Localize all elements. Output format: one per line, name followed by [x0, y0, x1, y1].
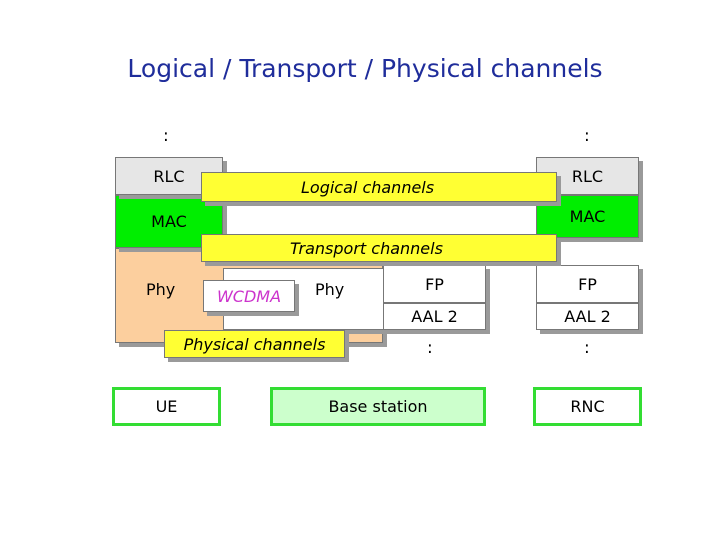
bs-ellipsis: : [427, 338, 433, 358]
logical-channels-bar: Logical channels [201, 172, 557, 202]
rnc-node: RNC [533, 387, 642, 426]
bs-phy-label: Phy [315, 280, 345, 299]
transport-channels-bar: Transport channels [201, 234, 557, 262]
wcdma-label: WCDMA [216, 286, 282, 306]
physical-channels-bar: Physical channels [164, 330, 345, 358]
rnc-node-label: RNC [570, 397, 605, 416]
page-title: Logical / Transport / Physical channels [127, 54, 603, 83]
bs-fp-layer: FP [383, 265, 486, 303]
transport-channels-label: Transport channels [290, 238, 443, 258]
rnc-rlc-label: RLC [571, 166, 604, 186]
ue-node-label: UE [155, 397, 178, 416]
bs-fp-label: FP [425, 274, 444, 294]
rnc-mac-label: MAC [569, 207, 606, 226]
logical-channels-label: Logical channels [301, 177, 435, 197]
ue-ellipsis-top: : [163, 126, 169, 146]
ue-mac-label: MAC [151, 212, 187, 231]
rnc-aal2-layer: AAL 2 [536, 303, 639, 330]
wcdma-box: WCDMA [203, 280, 295, 312]
bs-aal2-layer: AAL 2 [383, 303, 486, 330]
ue-phy-label: Phy [146, 280, 176, 299]
rnc-mac-layer: MAC [536, 195, 639, 238]
ue-mac-layer: MAC [115, 195, 223, 248]
rnc-ellipsis-top: : [584, 126, 590, 146]
rnc-aal2-label: AAL 2 [564, 307, 611, 326]
rnc-fp-layer: FP [536, 265, 639, 303]
bs-aal2-label: AAL 2 [411, 307, 458, 326]
rnc-ellipsis-bottom: : [584, 338, 590, 358]
ue-node: UE [112, 387, 221, 426]
rnc-fp-label: FP [578, 274, 597, 294]
physical-channels-label: Physical channels [183, 334, 326, 354]
ue-rlc-label: RLC [153, 166, 185, 186]
base-station-node: Base station [270, 387, 486, 426]
base-station-node-label: Base station [328, 397, 428, 416]
